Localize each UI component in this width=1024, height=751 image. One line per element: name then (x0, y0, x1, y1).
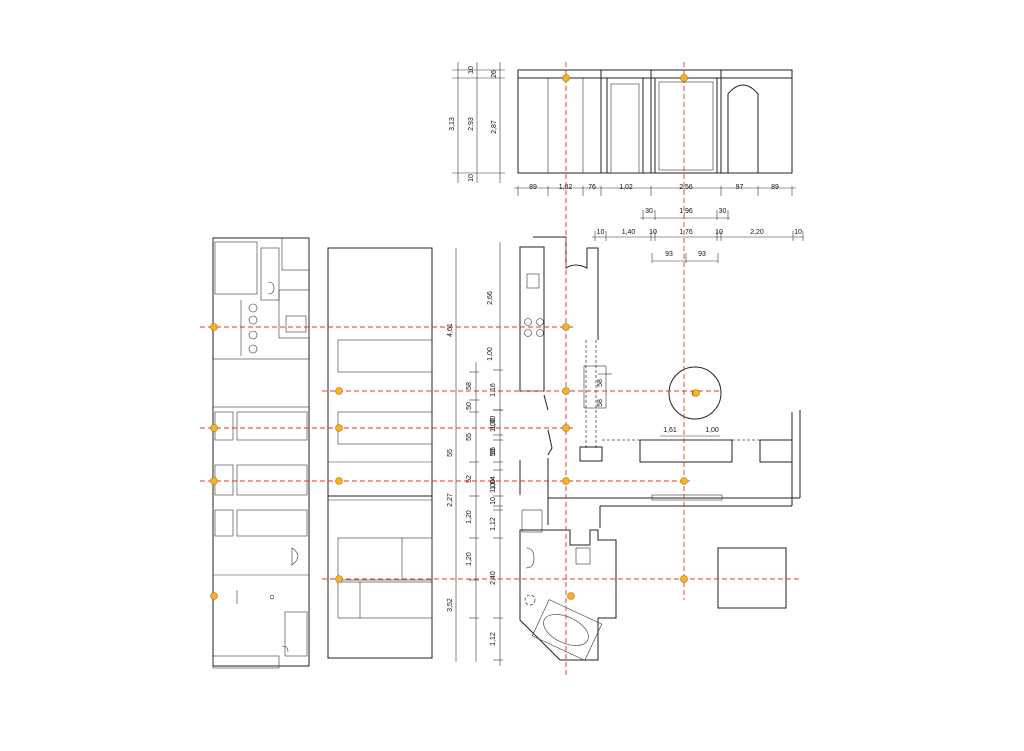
section-col4-label: 1,00 (490, 416, 497, 430)
elev-dim-top-b: 26 (491, 70, 498, 78)
section-col3-label: 1,16 (490, 383, 497, 397)
floor-plan (519, 236, 801, 661)
elev-dim-row3-label: 10 (715, 229, 723, 236)
elev-dim-left-mid: 2,93 (468, 117, 475, 131)
plan-window-a: 58 (597, 379, 604, 387)
section-col3-label: 1,00 (490, 418, 497, 432)
elev-dim-row2-label: 30 (645, 208, 653, 215)
section-col2-label: 50 (466, 402, 473, 410)
elev-dim-row1: 89 1,02 76 1,02 2,56 97 89 (517, 184, 793, 196)
elev-dim-row2-label: 30 (719, 208, 727, 215)
section-col2-label: 1,20 (466, 552, 473, 566)
section-col3-label: 55 (490, 447, 497, 455)
elev-dim-row1-label: 2,56 (679, 184, 693, 191)
elev-dim-row1-label: 76 (588, 184, 596, 191)
elev-dim-row3-label: 10 (649, 229, 657, 236)
elev-dim-row4-label: 93 (665, 251, 673, 258)
section-col4-label: 10 (490, 497, 497, 505)
elev-dim-row3-label: 1,40 (622, 229, 636, 236)
elev-dim-row4: 93 93 (651, 251, 719, 263)
section-seg-a: 55 (447, 449, 454, 457)
elev-dim-row4-label: 93 (698, 251, 706, 258)
left-elevation-1 (212, 237, 310, 669)
plan-kitchen-dim: 2,66 (487, 291, 494, 305)
elev-dim-row2-label: 1,96 (679, 208, 693, 215)
elev-dim-left-inner: 2,87 (491, 120, 498, 134)
elev-dim-row1-label: 1,02 (559, 184, 573, 191)
elev-dim-row3-label: 2,20 (750, 229, 764, 236)
elev-dim-bottom-a: 10 (468, 174, 475, 182)
section-seg-c: 3,52 (447, 598, 454, 612)
plan-dimensions: 2,66 1,00 58 58 1,61 1,00 (487, 291, 720, 437)
elev-dim-row3-label: 10 (597, 229, 605, 236)
elev-dim-row1-label: 89 (529, 184, 537, 191)
axis-markers (210, 74, 700, 600)
elev-dim-row3-label: 10 (794, 229, 802, 236)
elevation-view: 3,13 2,93 2,87 10 26 10 89 1,02 76 1,02 2,56… (449, 62, 804, 263)
section-seg-b: 2,27 (447, 493, 454, 507)
section-col2-label: 55 (466, 433, 473, 441)
elev-dim-top-a: 10 (468, 66, 475, 74)
section-col4-label: 50 (490, 449, 497, 457)
grid-axes (200, 62, 800, 678)
section-col3-label: 2,40 (490, 571, 497, 585)
left-elevation-2 (327, 247, 433, 659)
elev-dim-row3: 10 1,40 10 1,76 10 2,20 10 (594, 229, 804, 241)
section-col3-label: 1,12 (490, 632, 497, 646)
section-col2-label: 52 (466, 475, 473, 483)
section-total-height: 4,61 (447, 323, 454, 337)
section-col4-label: 1,04 (490, 476, 497, 490)
section-col2-label: 58 (466, 382, 473, 390)
section-col2-label: 1,20 (466, 510, 473, 524)
plan-table-r: 1,00 (705, 427, 719, 434)
section-col3-label: 1,12 (490, 517, 497, 531)
plan-kitchen2-dim: 1,00 (487, 347, 494, 361)
plan-table-w: 1,61 (663, 427, 677, 434)
elev-dim-row3-label: 1,76 (679, 229, 693, 236)
elev-dim-row2: 30 1,96 30 (642, 208, 729, 220)
elev-dim-row1-label: 1,02 (619, 184, 633, 191)
plan-window-b: 58 (597, 399, 604, 407)
elev-dim-left-outer: 3,13 (449, 117, 456, 131)
elev-dim-row1-label: 89 (771, 184, 779, 191)
section-col3-label: 1,00 (490, 479, 497, 493)
elev-dim-row1-label: 97 (736, 184, 744, 191)
